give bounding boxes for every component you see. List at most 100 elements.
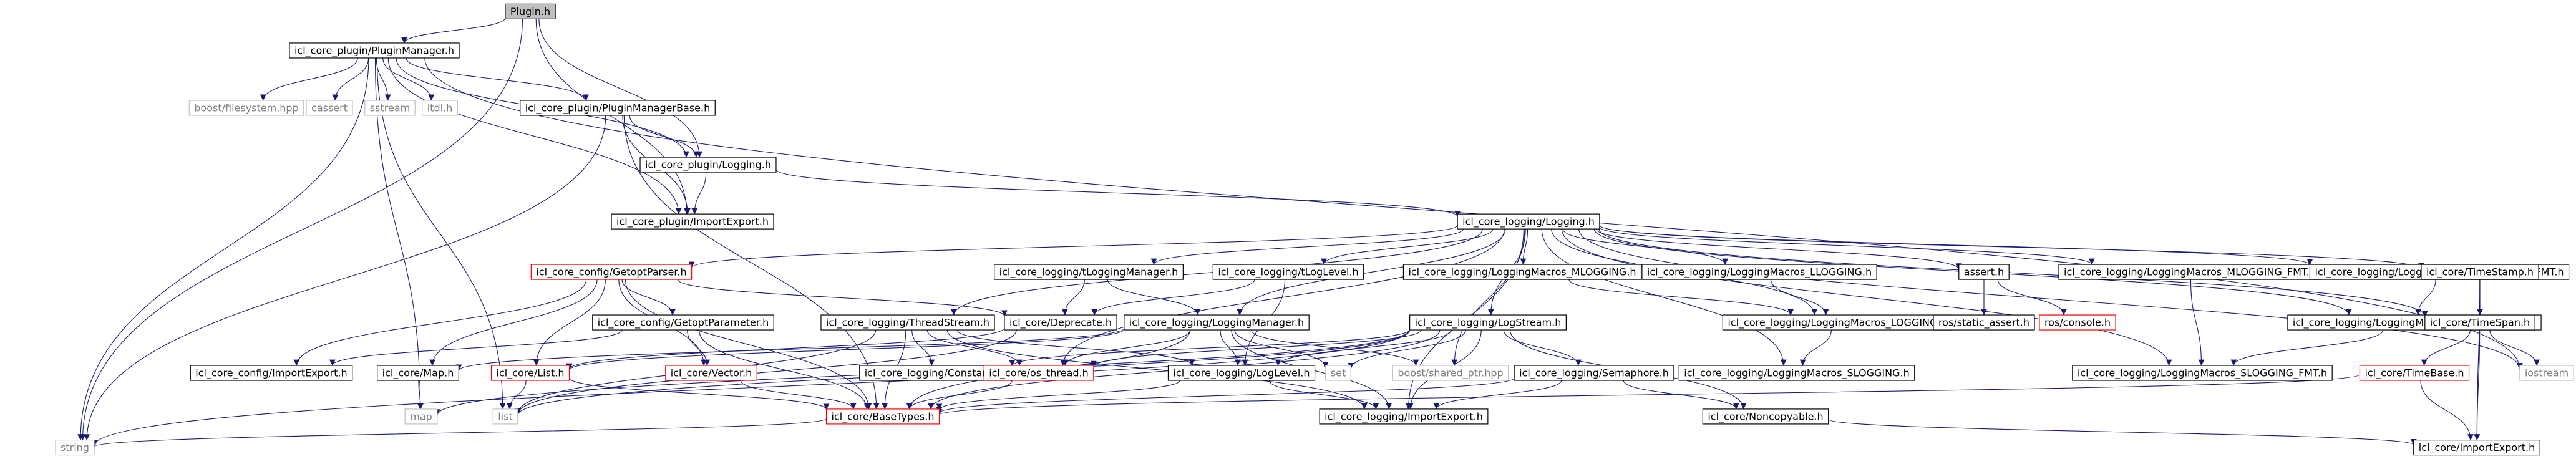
graph-node-set[interactable]: set [1325, 365, 1351, 381]
graph-node-assert[interactable]: assert.h [1958, 264, 2010, 280]
graph-node-list[interactable]: list [492, 408, 518, 425]
graph-node-deprecate[interactable]: icl_core/Deprecate.h [1004, 314, 1117, 331]
graph-node-cassert[interactable]: cassert [306, 100, 353, 116]
node-box [404, 408, 438, 425]
edge-pmb-to-plog [629, 115, 699, 158]
graph-node-loglevel[interactable]: icl_core_logging/LogLevel.h [1167, 365, 1316, 381]
edge-tstream-to-lconst [911, 330, 935, 366]
graph-node-noncopy[interactable]: icl_core/Noncopyable.h [1702, 408, 1829, 425]
graph-node-slogfmt[interactable]: icl_core_logging/LoggingMacros_SLOGGING_… [2072, 365, 2333, 381]
node-label: set [1331, 367, 1346, 379]
edge-pm-to-iostream [424, 57, 2523, 370]
graph-node-limp[interactable]: icl_core_logging/ImportExport.h [1319, 408, 1489, 425]
node-box [2424, 314, 2535, 331]
node-box [825, 408, 940, 425]
graph-node-slog[interactable]: icl_core_logging/LoggingMacros_SLOGGING.… [1678, 365, 1915, 381]
edge-logging-to-tlogl [1321, 228, 1494, 265]
graph-node-pm[interactable]: icl_core_plugin/PluginManager.h [289, 42, 460, 59]
graph-node-sstream[interactable]: sstream [364, 100, 416, 116]
graph-node-map[interactable]: map [404, 408, 438, 425]
node-label: icl_core_logging/Logging.h [1462, 216, 1595, 228]
graph-node-basetypes[interactable]: icl_core/BaseTypes.h [825, 408, 940, 425]
node-box [1392, 365, 1509, 381]
edge-tlogm-to-deprecate [1061, 279, 1085, 316]
graph-node-getopt[interactable]: icl_core_config/GetoptParser.h [530, 264, 693, 280]
graph-node-loggingmac[interactable]: icl_core_logging/LoggingMacros_LOGGING.h [1722, 314, 1953, 331]
edge-pm-to-sstream [376, 57, 391, 101]
graph-node-tspan[interactable]: icl_core/TimeSpan.h [2424, 314, 2535, 331]
node-label: icl_core_logging/LoggingMacros_MLOGGING_… [2064, 266, 2316, 279]
graph-node-cimp[interactable]: icl_core_config/ImportExport.h [190, 365, 353, 381]
graph-node-pimp[interactable]: icl_core_plugin/ImportExport.h [611, 213, 774, 230]
edge-llog-to-loggingmac [1770, 279, 1829, 316]
graph-node-iostream[interactable]: iostream [2519, 365, 2574, 381]
node-box [188, 100, 304, 116]
node-label: assert.h [1964, 266, 2004, 278]
graph-node-plog[interactable]: icl_core_plugin/Logging.h [639, 157, 777, 173]
edge-sem-to-noncopy [1623, 380, 1739, 410]
graph-node-sem[interactable]: icl_core_logging/Semaphore.h [1514, 365, 1674, 381]
graph-node-logstream[interactable]: icl_core_logging/LogStream.h [1409, 314, 1567, 331]
node-box [994, 264, 1184, 280]
edge-logging-to-tlogm [1150, 228, 1464, 265]
edge-logging-to-logmgr [1237, 229, 1506, 316]
node-box [306, 100, 353, 116]
graph-node-plugin[interactable]: Plugin.h [505, 3, 556, 20]
node-box [1514, 365, 1674, 381]
edge-tstream-to-osthread [926, 329, 1023, 366]
edge-logging-to-slogfmt [1561, 229, 2172, 366]
graph-node-mlog[interactable]: icl_core_logging/LoggingMacros_MLOGGING.… [1402, 264, 1642, 280]
edge-plugin-to-plog [538, 19, 703, 158]
node-box [1402, 264, 1642, 280]
graph-node-tlogl[interactable]: icl_core_logging/tLogLevel.h [1212, 264, 1364, 280]
graph-node-mlogfmt[interactable]: icl_core_logging/LoggingMacros_MLOGGING_… [2058, 264, 2321, 280]
node-label: icl_core_logging/LoggingManager.h [1129, 317, 1304, 329]
edge-loggingmac-to-slog [1799, 330, 1832, 366]
graph-node-rosconsole[interactable]: ros/console.h [2039, 314, 2116, 331]
node-box [2072, 365, 2333, 381]
edge-logstream-to-set [1348, 329, 1466, 369]
edge-logmgr-to-clist [566, 329, 1125, 370]
graph-node-string[interactable]: string [55, 439, 95, 456]
edge-logmgr-to-osthread [1062, 329, 1191, 366]
node-box [377, 365, 459, 381]
graph-node-logging[interactable]: icl_core_logging/Logging.h [1457, 213, 1600, 230]
edge-clist-to-basetypes [568, 377, 830, 410]
nodes-layer: Plugin.h icl_core_plugin/PluginManager.hb… [55, 3, 2574, 456]
graph-node-llog[interactable]: icl_core_logging/LoggingMacros_LLOGGING.… [1641, 264, 1877, 280]
node-box [820, 314, 995, 331]
node-label: icl_core_logging/tLoggingManager.h [999, 266, 1179, 279]
node-box [1325, 365, 1351, 381]
graph-node-rsa[interactable]: ros/static_assert.h [1933, 314, 2035, 331]
node-box [665, 365, 757, 381]
graph-node-ltdl[interactable]: ltdl.h [422, 100, 458, 116]
node-box [530, 264, 693, 280]
graph-node-logmgr[interactable]: icl_core_logging/LoggingManager.h [1124, 314, 1310, 331]
node-label: icl_core/Deprecate.h [1009, 317, 1112, 329]
graph-node-osthread[interactable]: icl_core/os_thread.h [983, 365, 1094, 381]
node-box [1958, 264, 2010, 280]
graph-node-tstamp[interactable]: icl_core/TimeStamp.h [2421, 264, 2539, 280]
edge-logging-to-mlogfmt [1599, 226, 2095, 265]
graph-node-cimpexp[interactable]: icl_core/ImportExport.h [2413, 439, 2540, 456]
node-box [983, 365, 1094, 381]
node-label: icl_core/Vector.h [671, 367, 752, 380]
graph-node-bfs[interactable]: boost/filesystem.hpp [188, 100, 304, 116]
graph-node-tstream[interactable]: icl_core_logging/ThreadStream.h [820, 314, 995, 331]
graph-node-getparam[interactable]: icl_core_config/GetoptParameter.h [592, 314, 774, 331]
edge-logging-to-getopt [689, 225, 1458, 268]
graph-node-timebase[interactable]: icl_core/TimeBase.h [2359, 365, 2470, 381]
edge-logging-to-bsp [1451, 229, 1525, 366]
edge-timebase-to-cimpexp [2420, 380, 2474, 441]
graph-node-cmap[interactable]: icl_core/Map.h [377, 365, 459, 381]
edge-logging-to-assert [1595, 228, 1962, 270]
edge-getparam-to-cvector [687, 330, 711, 366]
graph-node-bsp[interactable]: boost/shared_ptr.hpp [1392, 365, 1509, 381]
graph-node-pmb[interactable]: icl_core_plugin/PluginManagerBase.h [520, 100, 716, 116]
graph-node-tlogm[interactable]: icl_core_logging/tLoggingManager.h [994, 264, 1184, 280]
graph-node-clist[interactable]: icl_core/List.h [490, 365, 570, 381]
node-box [422, 100, 458, 116]
edge-logstream-to-osthread [1090, 329, 1422, 367]
graph-node-cvector[interactable]: icl_core/Vector.h [665, 365, 757, 381]
node-label: icl_core/TimeSpan.h [2430, 317, 2530, 329]
